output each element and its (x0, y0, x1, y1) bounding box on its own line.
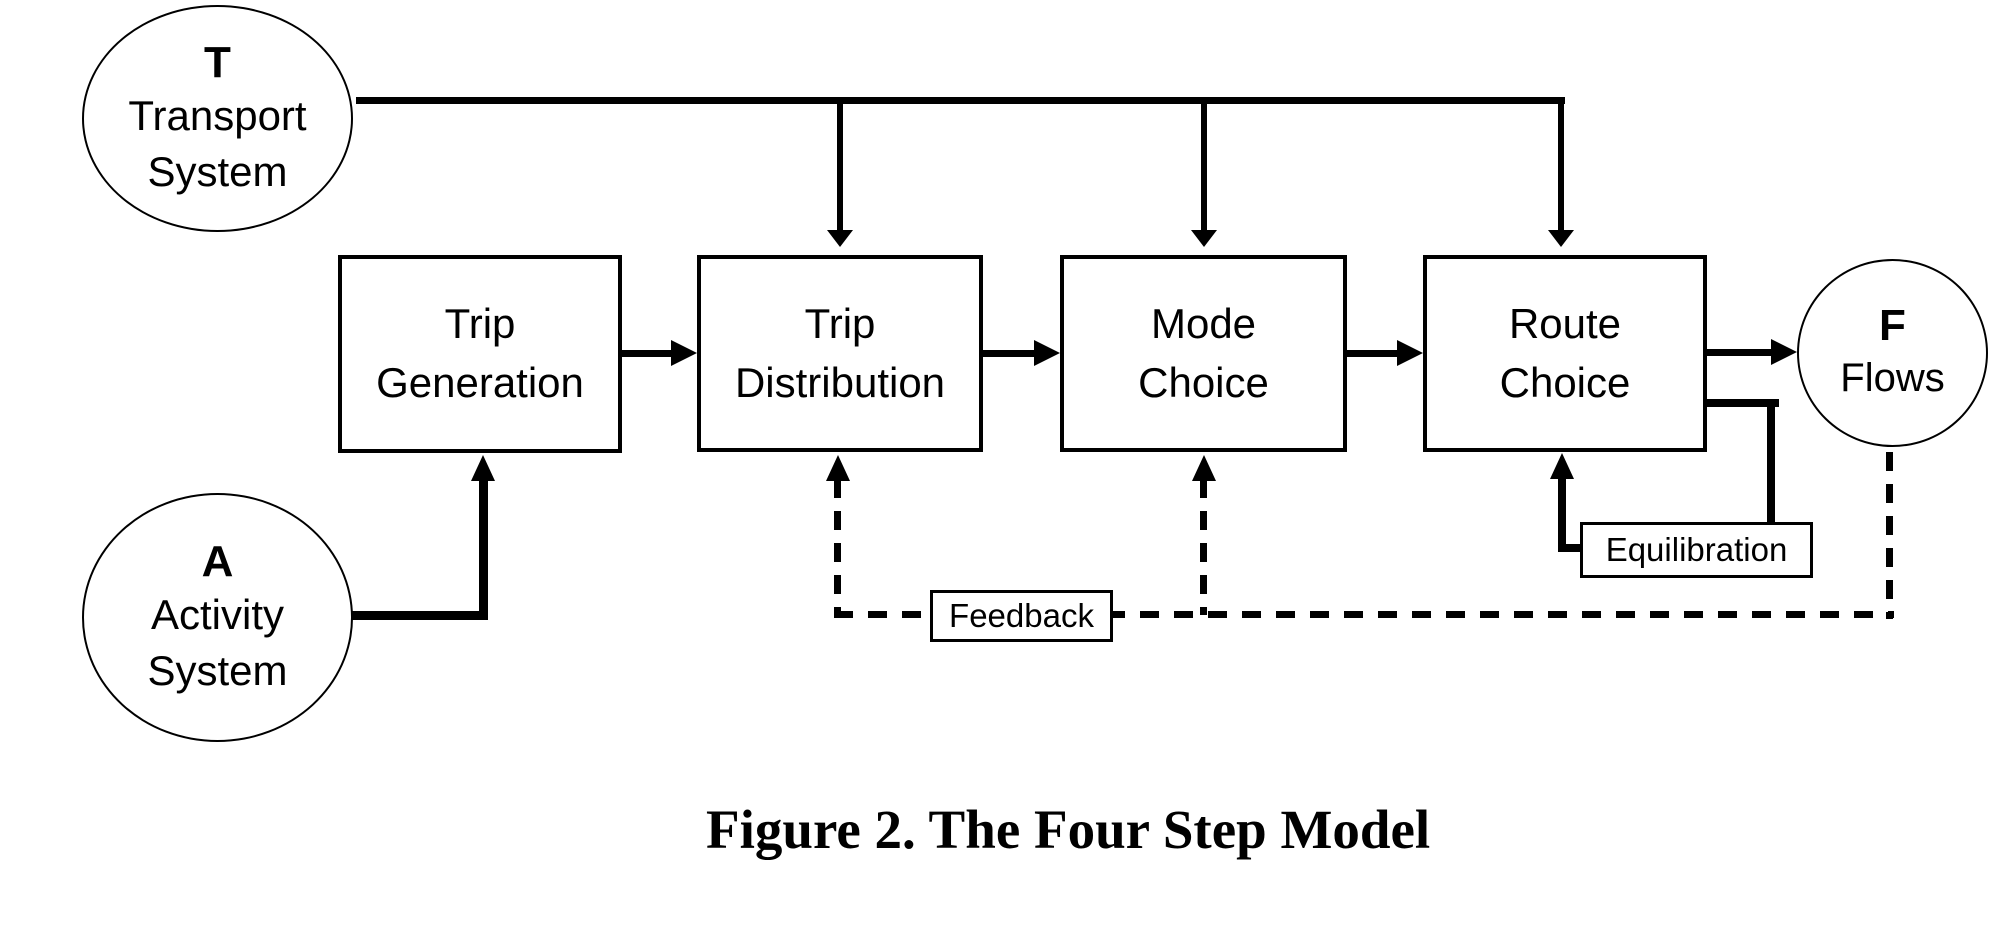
mode-choice-label-line1: Mode (1150, 299, 1257, 347)
feedback-dashed-line-horizontal (834, 611, 1894, 618)
route-choice-label-line1: Route (1508, 299, 1622, 347)
trip-distribution-label-line1: Trip (804, 299, 876, 347)
node-trip-generation: Trip Generation (338, 255, 622, 453)
transport-drop-arrowhead-route-choice (1548, 230, 1574, 247)
activity-system-symbol: A (201, 536, 234, 586)
arrow-trip-generation-to-trip-distribution-head (671, 340, 697, 366)
transport-drop-line-route-choice (1558, 104, 1564, 231)
transport-bus-line (356, 97, 1565, 104)
transport-drop-line-mode-choice (1201, 104, 1207, 231)
node-trip-distribution: Trip Distribution (697, 255, 983, 452)
equilibration-label: Equilibration (1605, 531, 1788, 568)
transport-system-label-line2: System (147, 147, 288, 195)
route-to-equilibration-vertical (1767, 399, 1775, 522)
figure-caption: Figure 2. The Four Step Model (706, 799, 1431, 860)
trip-distribution-label-line2: Distribution (734, 358, 946, 406)
route-choice-label-line2: Choice (1499, 358, 1631, 406)
arrow-mode-choice-to-route-choice-head (1397, 340, 1423, 366)
flows-symbol: F (1879, 301, 1906, 351)
transport-drop-line-trip-distribution (837, 104, 843, 231)
arrow-trip-distribution-to-mode-choice-stem (983, 350, 1035, 357)
activity-arrow-horizontal (352, 611, 488, 620)
activity-system-label-line2: System (147, 646, 288, 694)
feedback-dashed-line-from-flows (1886, 452, 1893, 619)
feedback-arrowhead-mode-choice (1192, 455, 1216, 481)
activity-arrow-vertical (479, 479, 488, 620)
arrow-trip-distribution-to-mode-choice-head (1034, 340, 1060, 366)
mode-choice-label-line2: Choice (1138, 358, 1269, 406)
node-flows: F Flows (1797, 259, 1988, 447)
feedback-arrowhead-trip-distribution (826, 455, 850, 481)
flows-label: Flows (1840, 355, 1945, 400)
transport-drop-arrowhead-mode-choice (1191, 230, 1217, 247)
equilibration-to-route-vertical (1558, 479, 1566, 552)
activity-system-label-line1: Activity (150, 591, 284, 639)
node-activity-system: A Activity System (82, 493, 353, 742)
trip-generation-label-line2: Generation (376, 359, 584, 406)
activity-arrow-head (471, 455, 495, 481)
transport-drop-arrowhead-trip-distribution (827, 230, 853, 247)
arrow-trip-generation-to-trip-distribution-stem (622, 350, 673, 357)
arrow-route-choice-to-flows-stem (1707, 349, 1772, 356)
route-to-equilibration-horizontal (1707, 399, 1779, 407)
node-transport-system: T Transport System (82, 5, 353, 232)
feedback-label: Feedback (949, 597, 1094, 634)
trip-generation-label-line1: Trip (444, 300, 516, 348)
transport-system-symbol: T (204, 37, 231, 87)
arrow-route-choice-to-flows-head (1771, 339, 1797, 365)
feedback-dashed-stem-trip-distribution (834, 479, 841, 615)
feedback-label-box: Feedback (930, 590, 1113, 642)
arrow-mode-choice-to-route-choice-stem (1347, 350, 1398, 357)
feedback-dashed-stem-mode-choice (1200, 479, 1207, 615)
equilibration-label-box: Equilibration (1580, 522, 1813, 578)
node-route-choice: Route Choice (1423, 255, 1707, 452)
equilibration-to-route-horizontal (1558, 544, 1582, 552)
equilibration-to-route-head (1550, 453, 1574, 479)
node-mode-choice: Mode Choice (1060, 255, 1347, 452)
transport-system-label-line1: Transport (128, 92, 307, 140)
